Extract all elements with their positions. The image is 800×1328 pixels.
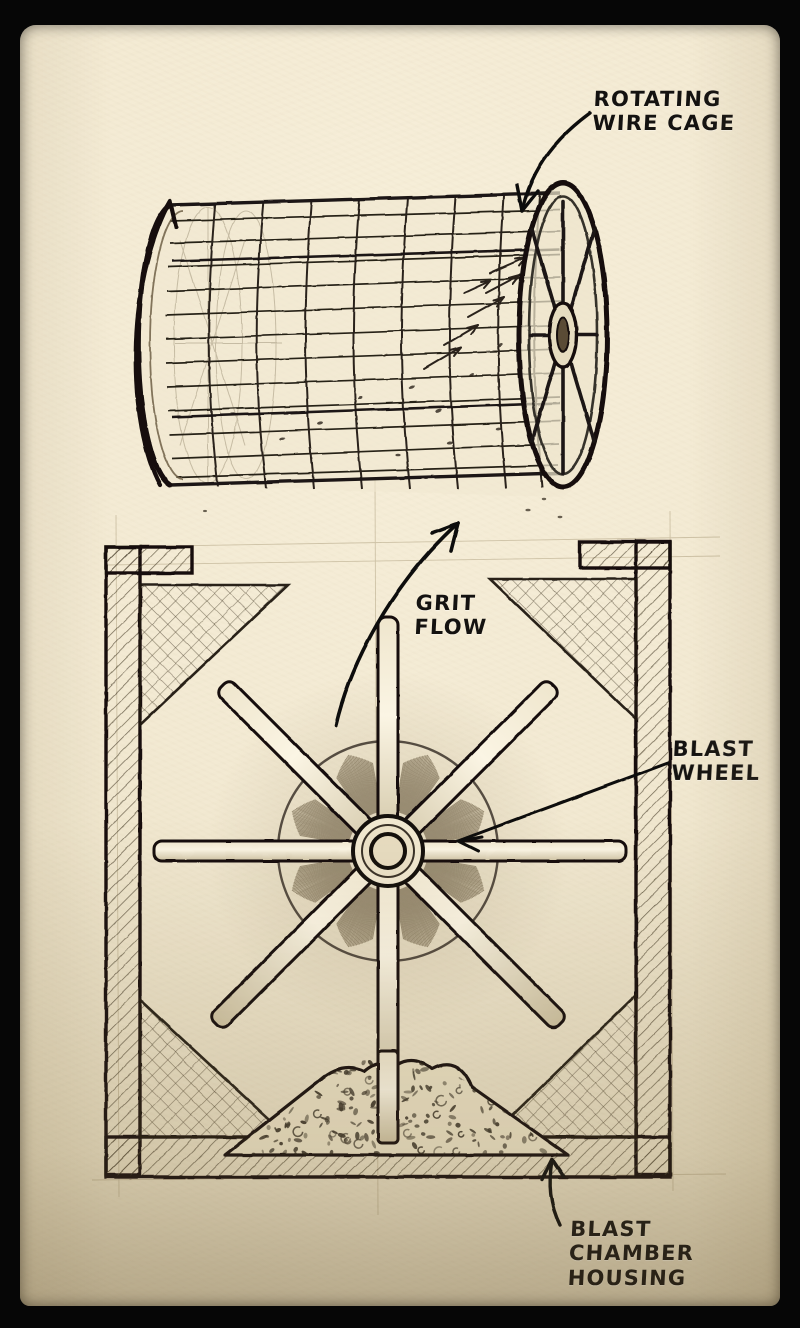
cage-end-cap bbox=[516, 180, 610, 490]
label-blast-wheel: BLAST WHEEL bbox=[670, 737, 761, 786]
wheel-radial-hatching bbox=[291, 754, 485, 948]
cage-grit-specks bbox=[279, 311, 525, 457]
technical-sketch bbox=[91, 111, 727, 1227]
end-cap-bore bbox=[556, 317, 570, 353]
cage-left-rim bbox=[135, 202, 173, 488]
label-blast-chamber-housing: BLAST CHAMBER HOUSING bbox=[567, 1217, 695, 1290]
blast-chamber-housing-figure bbox=[104, 539, 672, 1179]
sketch-paper: ROTATING WIRE CAGE GRIT FLOW BLAST WHEEL… bbox=[20, 25, 780, 1306]
wheel-blades bbox=[152, 615, 628, 1101]
rotating-wire-cage-figure bbox=[133, 180, 610, 497]
drum-body bbox=[138, 193, 602, 497]
corner-baffles bbox=[138, 577, 638, 1139]
cage-rotation-arrow bbox=[133, 198, 179, 488]
blast-wheel bbox=[152, 615, 628, 1101]
label-rotating-wire-cage: ROTATING WIRE CAGE bbox=[591, 87, 736, 136]
blast-wheel-callout-arrow bbox=[456, 761, 670, 853]
cage-left-rim-inner bbox=[149, 210, 184, 480]
grit-flow-arrow bbox=[334, 521, 460, 727]
cage-bands bbox=[169, 191, 561, 487]
wheel-shaft-lower bbox=[376, 1049, 400, 1145]
housing-callout-arrow bbox=[540, 1157, 566, 1227]
cage-grit-arrows bbox=[423, 256, 527, 370]
loose-grit-specks bbox=[203, 497, 563, 519]
cage-callout-arrow bbox=[515, 111, 592, 213]
label-grit-flow: GRIT FLOW bbox=[413, 591, 488, 640]
wheel-bore bbox=[369, 832, 407, 870]
